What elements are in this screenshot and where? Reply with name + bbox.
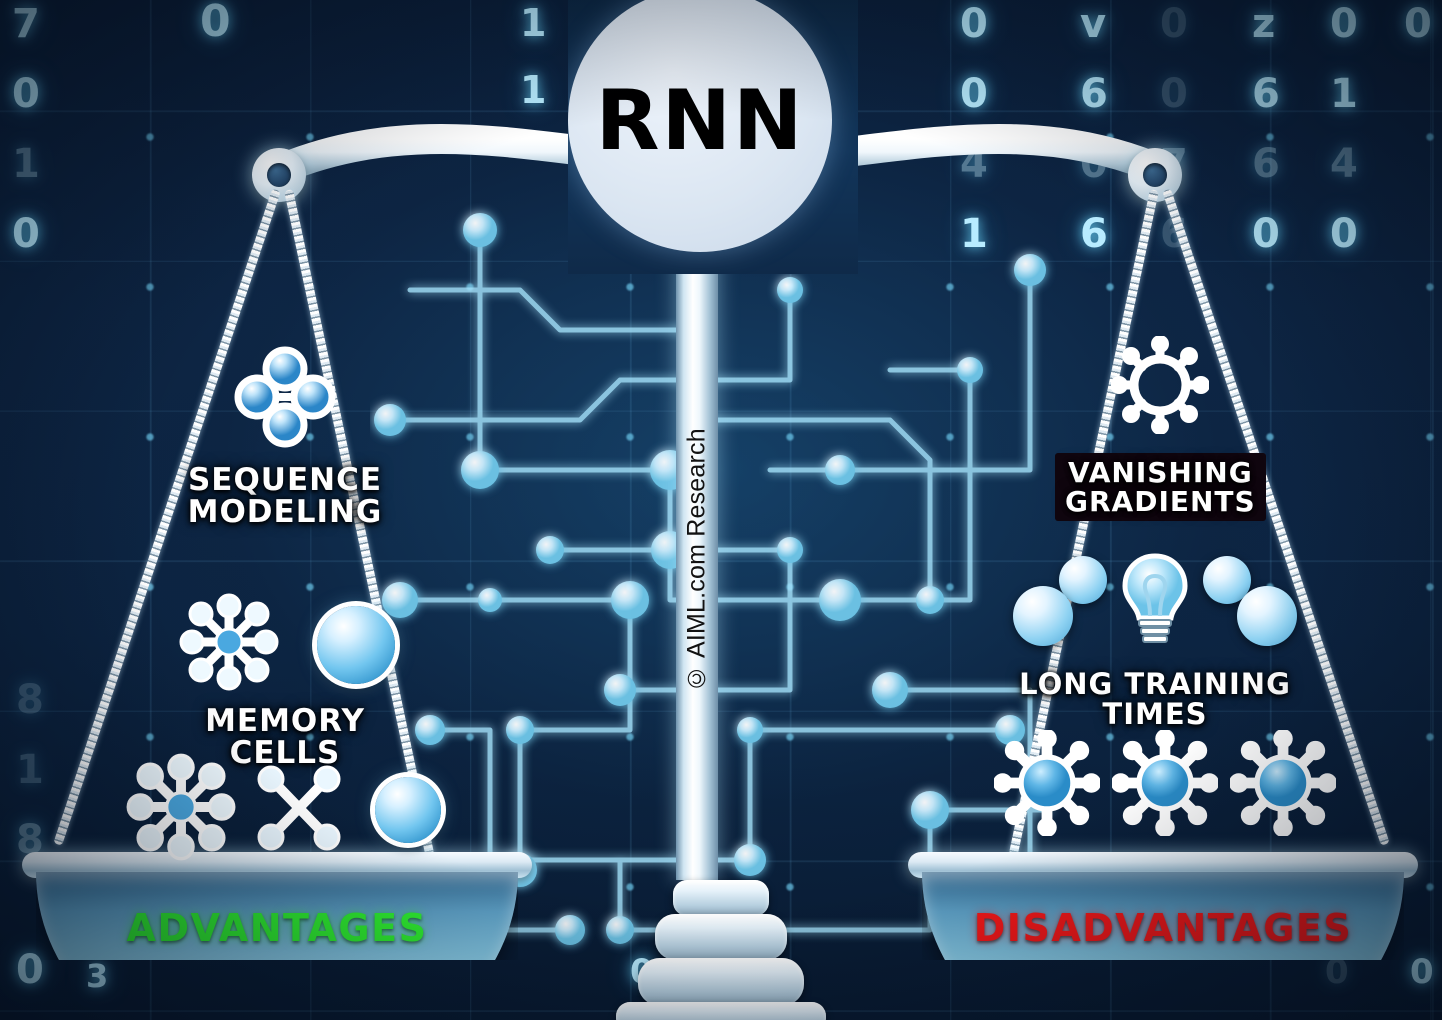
hub-spoke-network-icon — [175, 592, 283, 697]
disadvantage-item-long-training-times[interactable]: LONG TRAINING TIMES — [1005, 552, 1305, 729]
disadvantage-label-1: VANISHING GRADIENTS — [1055, 453, 1266, 522]
bubble-icon-4-wrap — [1237, 586, 1297, 646]
base-segment-2 — [655, 914, 787, 960]
disadvantages-label: DISADVANTAGES — [973, 906, 1353, 950]
bubble-icon-3 — [1013, 586, 1073, 646]
advantage-item-sequence-modeling[interactable]: SEQUENCE MODELING — [170, 345, 400, 528]
advantages-label: ADVANTAGES — [126, 906, 428, 950]
bubble-icon-3-wrap — [1013, 586, 1073, 646]
radial-node-icon-1 — [992, 728, 1101, 841]
rnn-badge-clip: RNN — [568, 0, 858, 274]
cloverleaf-nodes-icon — [233, 345, 337, 454]
radial-node-icon-3 — [1229, 728, 1338, 841]
advantage-item-extra-nodes[interactable] — [96, 752, 466, 867]
gear-node-icon — [1110, 335, 1210, 439]
disadvantage-item-vanishing-gradients[interactable]: VANISHING GRADIENTS — [1055, 335, 1266, 522]
pan-right[interactable]: DISADVANTAGES — [908, 852, 1418, 972]
hub-spoke-network-icon-2 — [121, 752, 241, 867]
rnn-badge-label: RNN — [595, 71, 805, 169]
base-segment-4 — [616, 1002, 826, 1020]
advantage-item-memory-cells[interactable]: MEMORY CELLS — [160, 592, 410, 769]
glossy-sphere-icon-2 — [375, 776, 442, 843]
disadvantage-label-2: LONG TRAINING TIMES — [1019, 667, 1291, 732]
disadvantage-item-extra-nodes[interactable] — [975, 728, 1355, 841]
network-cross-icon — [251, 757, 347, 862]
watermark-text: © AIML.com Research — [682, 428, 711, 692]
advantage-label-1: SEQUENCE MODELING — [187, 462, 383, 531]
bubble-icon-4 — [1237, 586, 1297, 646]
pan-left[interactable]: ADVANTAGES — [22, 852, 532, 972]
lightbulb-icon — [1119, 552, 1191, 655]
glossy-sphere-icon-1 — [317, 605, 396, 684]
radial-node-icon-2 — [1110, 728, 1220, 841]
base-segment-3 — [638, 958, 804, 1006]
rnn-badge[interactable]: RNN — [568, 0, 832, 252]
base-segment-1 — [673, 880, 769, 916]
